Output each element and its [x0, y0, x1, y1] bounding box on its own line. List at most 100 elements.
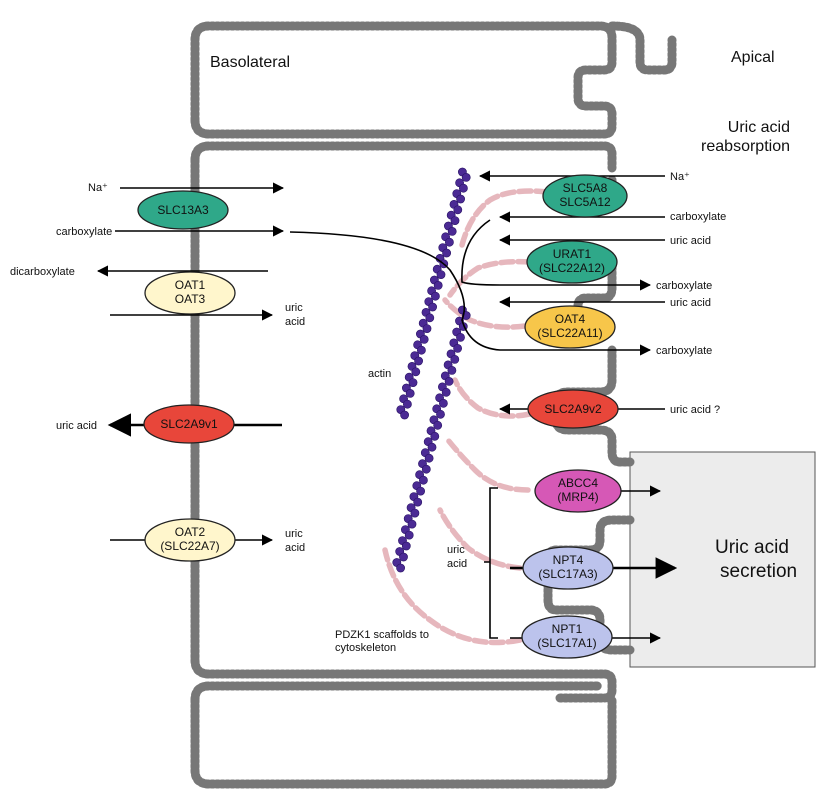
actin-bead: [422, 324, 432, 333]
transporter-slc13a3: SLC13A3: [137, 190, 229, 230]
actin-bead: [450, 216, 460, 225]
actin-bead: [407, 519, 417, 529]
transporter-slc2a9v1-label: SLC2A9v1: [160, 417, 218, 431]
secretion-label-line2: secretion: [720, 561, 797, 582]
transporter-oat2-sublabel: (SLC22A7): [160, 539, 219, 553]
transporter-slc13a3-label: SLC13A3: [157, 203, 209, 217]
actin-bead: [433, 280, 443, 290]
transporter-npt1-label: NPT1: [552, 622, 583, 636]
transporter-slc5a12-label: SLC5A12: [559, 195, 611, 209]
apical-label: Apical: [731, 49, 775, 66]
actin-bead: [400, 410, 409, 420]
actin-bead: [413, 497, 423, 507]
uric-acid-right-label-2: uric acid: [670, 297, 711, 309]
transporter-npt4-sublabel: (SLC17A3): [538, 567, 597, 581]
uric-acid-bracket-label-line1: uric: [447, 544, 465, 556]
actin-filament-upper: [396, 167, 471, 420]
actin-bead: [416, 345, 426, 355]
pdzk1-scaffold: [382, 188, 551, 646]
actin-bead: [419, 334, 429, 344]
transporter-mrp4-label: (MRP4): [557, 490, 598, 504]
actin-filament-lower: [392, 305, 471, 573]
actin-bead: [399, 552, 408, 562]
actin-bead: [453, 343, 462, 353]
secretion-label-line1: Uric acid: [715, 537, 789, 558]
actin-bead: [428, 302, 437, 312]
reabsorption-label-line1: Uric acid: [728, 119, 790, 136]
uric-acid-oat2-label-line1: uric: [285, 528, 303, 540]
transporter-oat4-label: OAT4: [555, 312, 586, 326]
transporter-oat4: OAT4 (SLC22A11): [524, 305, 616, 349]
uric-acid-oat1-label-line2: acid: [285, 316, 305, 328]
actin-bead: [456, 332, 465, 342]
actin-bead: [411, 367, 421, 377]
transporter-npt4: NPT4 (SLC17A3): [522, 546, 614, 590]
actin-bead: [436, 270, 446, 279]
lumen-region: [629, 451, 816, 668]
transporter-slc2a9v1: SLC2A9v1: [143, 404, 235, 444]
actin-bead: [453, 205, 463, 215]
transporter-oat2: OAT2 (SLC22A7): [144, 518, 236, 562]
transporter-npt1: NPT1 (SLC17A1): [521, 615, 613, 659]
carboxylate-right-label-1: carboxylate: [670, 211, 726, 223]
actin-bead: [447, 226, 457, 236]
uric-acid-oat2-label-line2: acid: [285, 542, 305, 554]
carboxylate-urat1-curve: [461, 219, 652, 291]
actin-bead: [461, 172, 471, 182]
carboxylate-left-label: carboxylate: [56, 226, 112, 238]
uric-acid-bracket-label-line2: acid: [447, 558, 467, 570]
transporter-npt1-sublabel: (SLC17A1): [537, 636, 596, 650]
transporter-abcc4-label: ABCC4: [558, 476, 598, 490]
actin-bead: [433, 420, 443, 430]
actin-bead: [418, 475, 428, 485]
pdzk1-label-line2: cytoskeleton: [335, 642, 396, 654]
actin-bead: [430, 291, 440, 301]
actin-bead: [430, 431, 440, 441]
actin-bead: [421, 464, 431, 474]
carboxylate-route-curve: [289, 231, 652, 356]
actin-bead: [444, 376, 454, 386]
actin-bead: [414, 356, 423, 366]
actin-bead: [441, 387, 451, 397]
carboxylate-right-label-3: carboxylate: [656, 345, 712, 357]
transporter-oat2-label: OAT2: [175, 525, 206, 539]
transporter-slc2a9v2: SLC2A9v2: [527, 389, 619, 429]
actin-bead: [456, 194, 465, 204]
carboxylate-right-label-2: carboxylate: [656, 280, 712, 292]
actin-bead: [410, 508, 420, 518]
uric-acid-slc2a9v2-label: uric acid ?: [670, 404, 720, 416]
dicarboxylate-label: dicarboxylate: [10, 266, 75, 278]
na-right-label: Na⁺: [670, 171, 690, 183]
actin-bead: [438, 398, 448, 408]
actin-bead: [424, 453, 434, 463]
transporter-urat1-sublabel: (SLC22A12): [539, 261, 605, 275]
transporter-oat1-label: OAT1: [175, 278, 206, 292]
basolateral-label: Basolateral: [210, 54, 290, 71]
na-left-label: Na⁺: [88, 182, 108, 194]
actin-bead: [450, 354, 460, 364]
transporter-urat1-label: URAT1: [553, 247, 592, 261]
actin-bead: [396, 563, 405, 573]
actin-bead: [444, 237, 454, 247]
actin-label: actin: [368, 368, 391, 380]
transporter-oat3-label: OAT3: [175, 292, 206, 306]
actin-bead: [416, 486, 425, 496]
pdzk1-label-line1: PDZK1 scaffolds to: [335, 629, 429, 641]
actin-bead: [401, 541, 411, 551]
actin-bead: [404, 530, 414, 540]
actin-bead: [405, 388, 415, 398]
transporter-slc5a8-label: SLC5A8: [563, 181, 608, 195]
transporter-slc5a8: SLC5A8 SLC5A12: [542, 174, 628, 218]
transporter-npt4-label: NPT4: [553, 553, 584, 567]
secretion-bracket: [484, 487, 498, 639]
actin-bead: [427, 442, 437, 452]
reabsorption-label-line2: reabsorption: [701, 138, 790, 155]
transporter-urat1: URAT1 (SLC22A12): [526, 240, 618, 284]
actin-bead: [436, 409, 445, 419]
actin-bead: [447, 365, 457, 375]
actin-bead: [408, 378, 418, 387]
transporter-oat1-oat3: OAT1 OAT3: [144, 271, 236, 315]
transporter-abcc4: ABCC4 (MRP4): [534, 469, 622, 513]
uric-acid-right-label-1: uric acid: [670, 235, 711, 247]
